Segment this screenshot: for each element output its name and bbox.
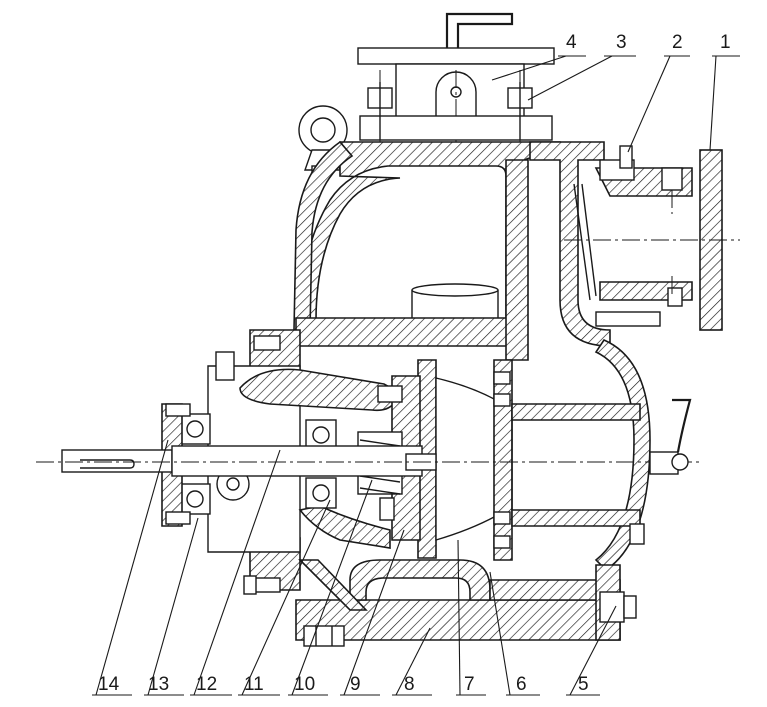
- callout-6: 6: [516, 674, 527, 695]
- callout-1: 1: [720, 32, 731, 53]
- callout-9: 9: [350, 674, 361, 695]
- callout-4: 4: [566, 32, 577, 53]
- discharge-drain: [599, 398, 692, 623]
- callout-8: 8: [404, 674, 415, 695]
- callout-3: 3: [616, 32, 627, 53]
- callout-13: 13: [148, 674, 169, 695]
- callout-7: 7: [464, 674, 475, 695]
- callout-labels: 4 3 2 1 14 13 12 11 10 9 8 7 6 5: [98, 32, 731, 695]
- impeller: [417, 359, 641, 561]
- callout-2: 2: [672, 32, 683, 53]
- top-cover-assembly: [357, 12, 555, 150]
- leader-lines: [92, 55, 740, 696]
- callout-10: 10: [294, 674, 315, 695]
- callout-14: 14: [98, 674, 120, 695]
- outlet-flange: [564, 145, 740, 331]
- callout-5: 5: [578, 674, 589, 695]
- callout-12: 12: [196, 674, 217, 695]
- callout-11: 11: [244, 674, 264, 695]
